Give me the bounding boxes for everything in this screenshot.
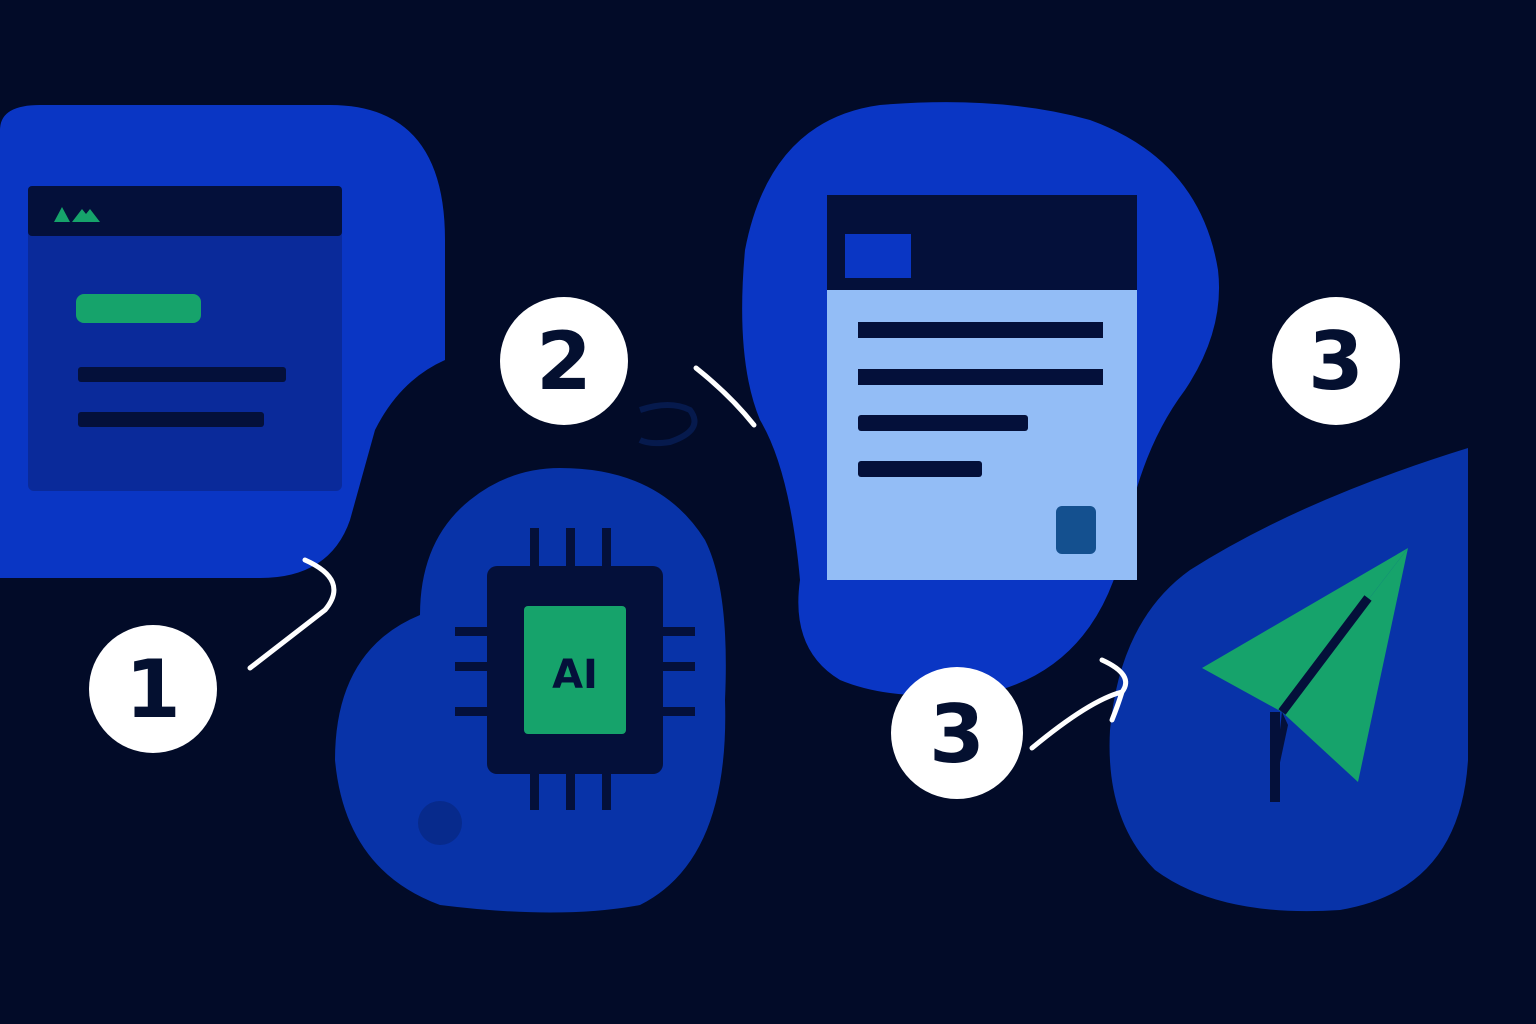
step-badge-4: 3 [1272, 297, 1400, 425]
connectors [247, 365, 1129, 751]
step-badge-4-number: 3 [1308, 315, 1364, 408]
step-badge-1-number: 1 [125, 643, 181, 736]
step-badge-1: 1 [89, 625, 217, 753]
connector-1-to-2 [247, 557, 337, 671]
step-4-group [1109, 448, 1468, 912]
step-badge-2-number: 2 [536, 315, 592, 408]
step-badge-3: 3 [891, 667, 1023, 799]
step-3-group [742, 102, 1220, 696]
connector-2-to-3 [693, 365, 757, 428]
chip-label: AI [552, 652, 598, 698]
step-2-group: AI [335, 468, 726, 913]
ai-chip-icon: AI [455, 528, 695, 810]
document-icon [827, 195, 1137, 580]
step-badge-2: 2 [500, 297, 628, 425]
connector-2-shadow [638, 402, 698, 447]
chip-dot [418, 801, 462, 845]
browser-window-icon [28, 186, 342, 491]
step-1-group [0, 105, 445, 578]
send-paper-plane-icon [1202, 548, 1408, 802]
connector-3-to-4 [1029, 657, 1129, 751]
step-badge-3-number: 3 [929, 688, 985, 781]
